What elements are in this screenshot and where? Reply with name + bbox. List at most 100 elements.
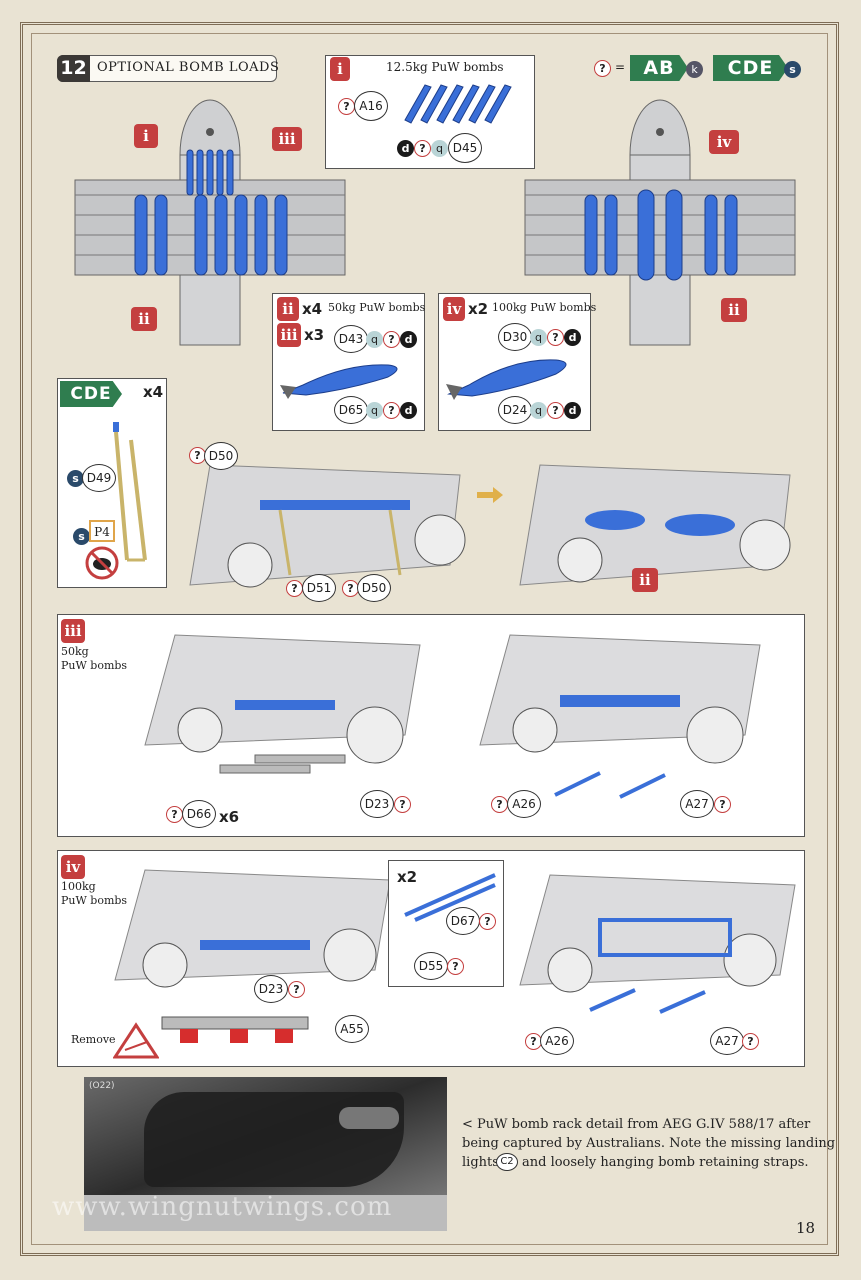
part-d50-top: D50 [204, 442, 238, 470]
question-symbol: ? [594, 60, 611, 77]
d51-q: ? [286, 580, 303, 597]
part-a55: A55 [335, 1015, 369, 1043]
part-d43: D43 [334, 325, 368, 353]
panel-iv-d: d [564, 329, 581, 346]
part-d49: D49 [82, 464, 116, 492]
d66-q: ? [166, 806, 183, 823]
bombs-installed-diagram [519, 464, 791, 586]
section-iii-label1: 50kg [61, 645, 89, 658]
strut-install-diagram [189, 464, 466, 588]
a27-iv-q: ? [742, 1033, 759, 1050]
section-iv-label1: 100kg [61, 880, 96, 893]
warning-triangle-icon [113, 1022, 159, 1059]
part-d23-iv: D23 [254, 975, 288, 1003]
panel-iii-mult: x3 [304, 326, 325, 344]
historical-photo: (O22) [84, 1077, 447, 1231]
panel-ii-d2: d [400, 402, 417, 419]
cde-mult: x4 [143, 383, 164, 401]
bomb-rack-removed [161, 1016, 309, 1043]
d55-q: ? [447, 958, 464, 975]
section-iv-tag: iv [61, 855, 85, 879]
d67-q: ? [479, 913, 496, 930]
part-d55: D55 [414, 952, 448, 980]
strut-drawing [113, 422, 147, 562]
panel-ii-q: q [366, 331, 383, 348]
part-d45: D45 [448, 133, 482, 163]
panel-i-q: ? [338, 98, 355, 115]
part-a16: A16 [354, 91, 388, 121]
step-number: 12 [57, 55, 90, 82]
caption-line3a: lights [462, 1155, 499, 1170]
paint-s-icon: s [784, 61, 801, 78]
callout-ii-bombs: ii [632, 568, 658, 592]
caption-line2: being captured by Australians. Note the … [462, 1136, 836, 1151]
bomb-50kg-drawing [280, 364, 398, 399]
page-border [20, 22, 839, 1256]
panel-ii-q2: q [366, 402, 383, 419]
panel-i-tag: i [330, 57, 350, 81]
panel-ii-qmark2: ? [383, 402, 400, 419]
caption-ref-c2: C2 [496, 1153, 518, 1171]
part-d24: D24 [498, 396, 532, 424]
d66-mult: x6 [219, 808, 240, 826]
no-elephant-icon [85, 546, 119, 580]
step-title: OPTIONAL BOMB LOADS [97, 60, 280, 75]
panel-ii-d: d [400, 331, 417, 348]
panel-iv-q2: q [530, 402, 547, 419]
panel-i-q2: ? [414, 140, 431, 157]
section-iii-label2: PuW bombs [61, 659, 128, 672]
part-d30: D30 [498, 323, 532, 351]
callout-iv: iv [709, 130, 739, 154]
section-iv-label2: PuW bombs [61, 894, 128, 907]
aircraft-underside-right [524, 99, 796, 346]
caption-line3b: and loosely hanging bomb retaining strap… [522, 1155, 809, 1170]
part-p4: P4 [89, 520, 115, 542]
caption-line1: < PuW bomb rack detail from AEG G.IV 588… [462, 1117, 811, 1132]
part-a26-iii: A26 [507, 790, 541, 818]
d23-iv-q: ? [288, 981, 305, 998]
a26-iii-q: ? [491, 796, 508, 813]
cde-s-icon-2: s [73, 528, 90, 545]
cde-tag: CDE [60, 381, 122, 407]
arrow-right-icon [477, 487, 503, 503]
panel-iv-q: q [530, 329, 547, 346]
bar-detail-drawing [404, 873, 496, 922]
panel-iii-tag: iii [277, 323, 301, 347]
section-iii-diagram-right [479, 634, 761, 799]
d23-iii-q: ? [394, 796, 411, 813]
part-d67: D67 [446, 907, 480, 935]
panel-i-d: d [397, 140, 414, 157]
callout-iii: iii [272, 127, 302, 151]
page-inner-border [31, 33, 828, 1245]
section-iii-tag: iii [61, 619, 85, 643]
photo-watermark: www.wingnutwings.com [52, 1192, 393, 1222]
version-cde-tag: CDE [713, 55, 788, 81]
panel-iv-qmark2: ? [547, 402, 564, 419]
small-bombs-drawing [404, 84, 512, 124]
step-header [57, 55, 277, 82]
legend-equals: = [615, 60, 626, 74]
panel-ii-tag: ii [277, 297, 299, 321]
bomb-100kg-drawing [446, 359, 567, 400]
a27-iii-q: ? [714, 796, 731, 813]
panel-iv-mult: x2 [468, 300, 489, 318]
callout-ii-left: ii [131, 307, 157, 331]
panel-ii-qmark: ? [383, 331, 400, 348]
aircraft-underside-left [74, 99, 346, 346]
part-d66: D66 [182, 800, 216, 828]
part-d23-iii: D23 [360, 790, 394, 818]
remove-label: Remove [71, 1033, 116, 1046]
photo-id: (O22) [89, 1081, 115, 1091]
panel-iv-title: 100kg PuW bombs [492, 301, 597, 314]
part-a27-iv: A27 [710, 1027, 744, 1055]
bar-detail-mult: x2 [397, 868, 418, 886]
panel-iv-tag: iv [443, 297, 465, 321]
version-ab-tag: AB [630, 55, 688, 81]
panel-i-qcolor: q [431, 140, 448, 157]
paint-k-icon: k [686, 61, 703, 78]
part-d65: D65 [334, 396, 368, 424]
cde-s-icon: s [67, 470, 84, 487]
callout-i: i [134, 124, 158, 148]
part-a26-iv: A26 [540, 1027, 574, 1055]
panel-ii-mult: x4 [302, 300, 323, 318]
